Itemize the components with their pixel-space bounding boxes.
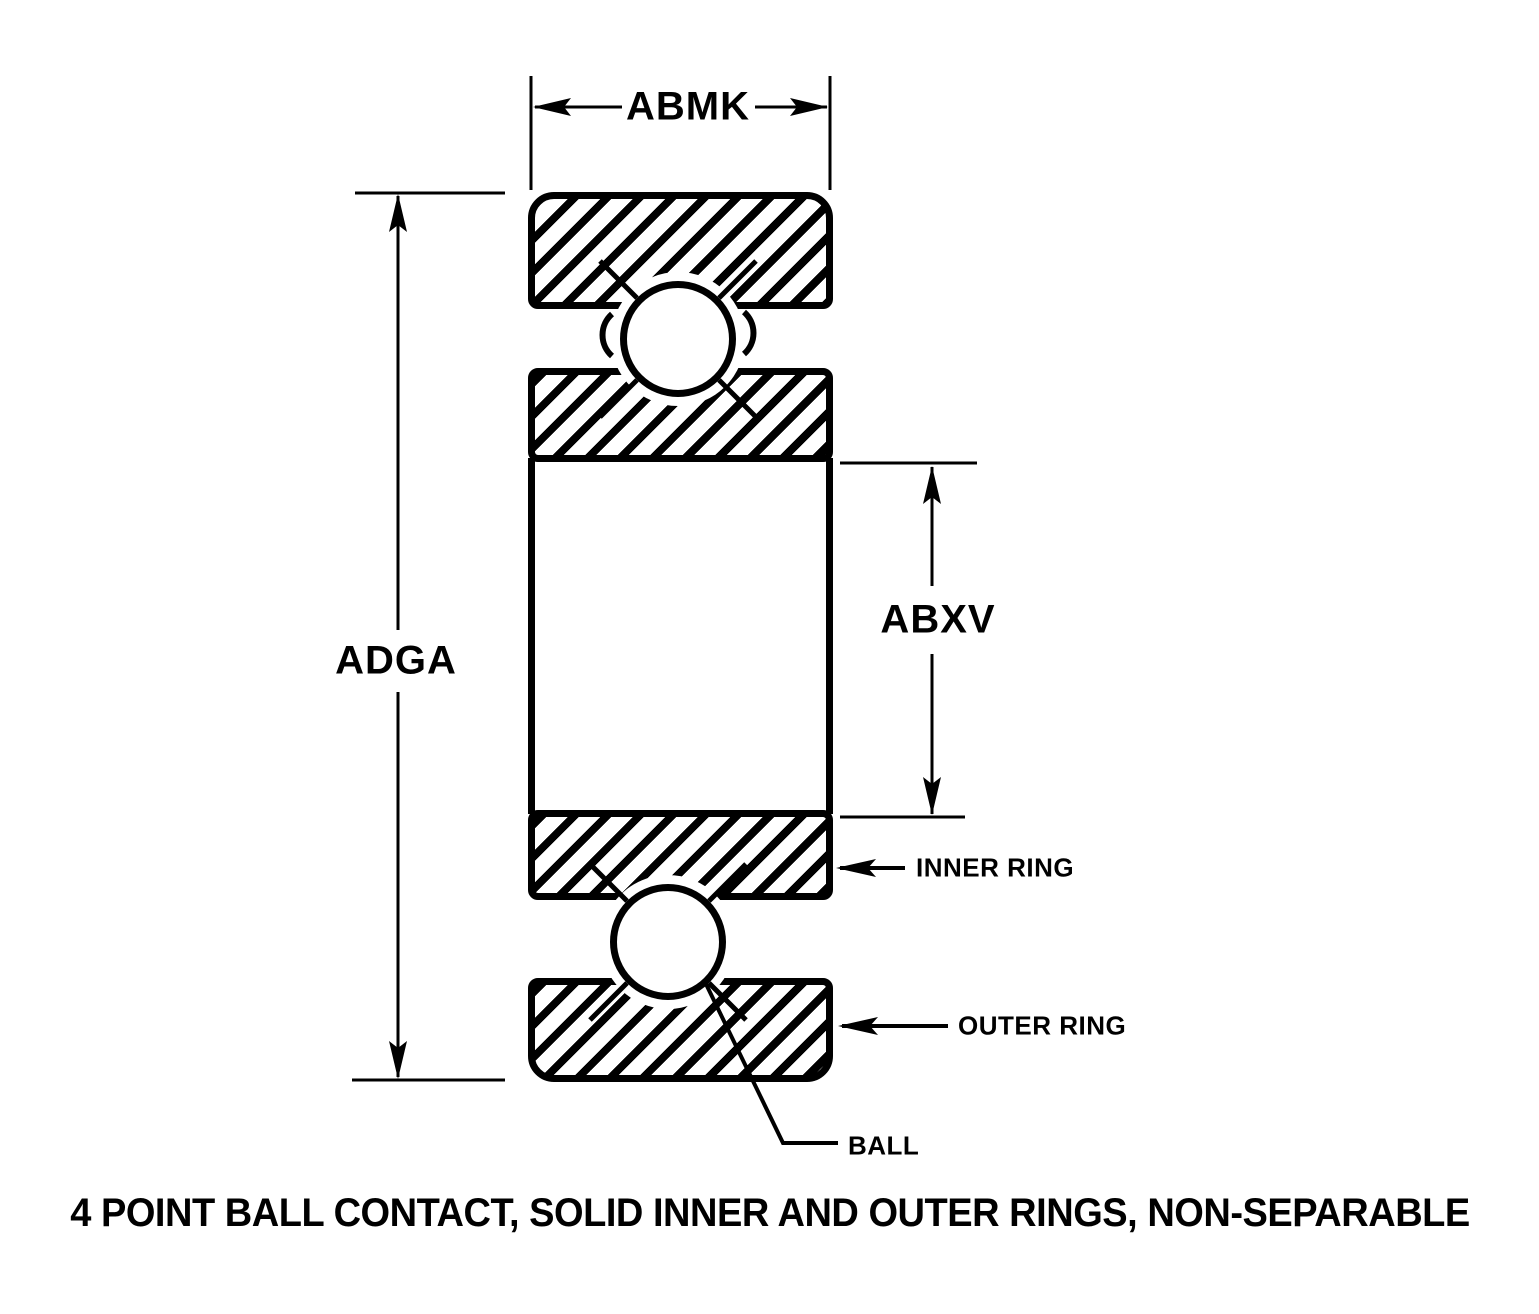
outer-ring-top-section (528, 192, 833, 309)
ball-bottom (610, 884, 726, 1000)
arrowhead-down-icon (389, 1041, 407, 1079)
ball-label: BALL (848, 1130, 920, 1161)
abxv-dimension-label: ABXV (876, 597, 1000, 643)
arrowhead-left-icon (838, 1017, 878, 1035)
inner-ring-label: INNER RING (916, 852, 1075, 883)
ball-leader-line (704, 983, 838, 1145)
adga-dimension-label: ADGA (331, 638, 461, 684)
inner-ring-leader-line (836, 859, 905, 877)
contact-lines-top-ball (598, 259, 758, 419)
adga-dimension-line (352, 191, 505, 1082)
outer-ring-leader-line (838, 1017, 948, 1035)
diagram-title: 4 POINT BALL CONTACT, SOLID INNER AND OU… (69, 1191, 1470, 1235)
contact-lines-bottom-ball (588, 862, 748, 1022)
abxv-dimension-line (840, 461, 977, 819)
arrowhead-down-icon (923, 777, 941, 815)
arrowhead-left-icon (533, 98, 571, 116)
arrowhead-up-icon (389, 194, 407, 232)
arrowhead-left-icon (836, 859, 876, 877)
ball-top (620, 281, 736, 397)
raceway-arcs-top-ball (599, 309, 757, 359)
abmk-dimension-line (529, 76, 832, 190)
arrowhead-up-icon (923, 466, 941, 504)
outer-ring-label: OUTER RING (958, 1010, 1127, 1041)
bore-left-wall (528, 458, 535, 814)
arrowhead-right-icon (790, 98, 828, 116)
bore-right-wall (826, 458, 833, 814)
abmk-dimension-label: ABMK (622, 84, 754, 130)
